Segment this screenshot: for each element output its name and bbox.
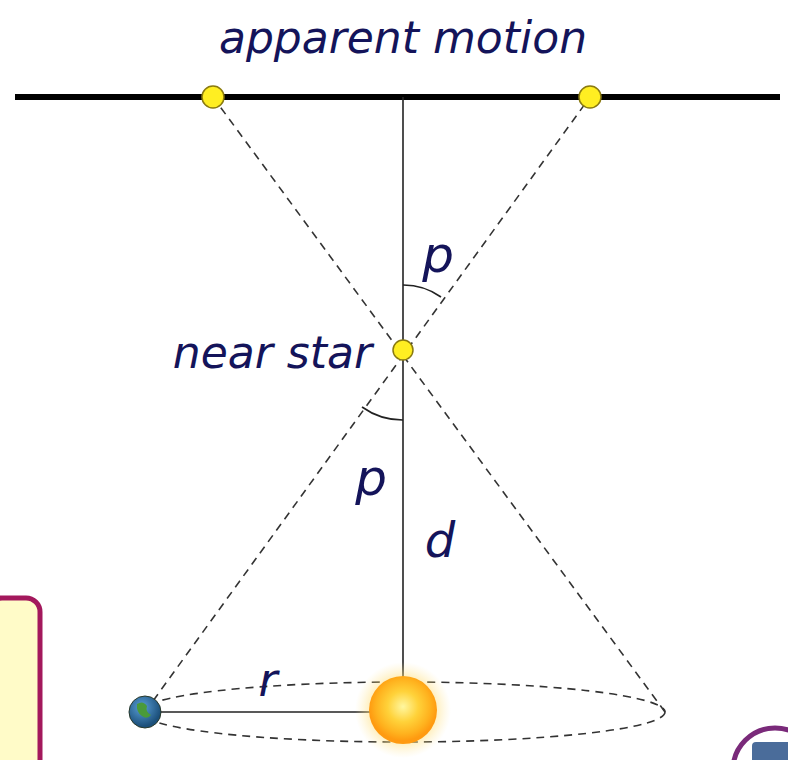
heading-label: apparent motion <box>219 16 587 60</box>
angle-label: p <box>422 230 454 280</box>
sight-line <box>213 97 665 712</box>
radius-label: r <box>259 657 278 703</box>
sun-glow <box>355 662 451 758</box>
earth <box>129 696 161 728</box>
sky-line <box>15 94 780 100</box>
angle-arc <box>403 285 441 297</box>
angle-arc <box>362 407 403 420</box>
nav-icon <box>733 728 788 760</box>
distance-line <box>402 97 404 690</box>
nav-icon <box>752 742 788 760</box>
sun <box>369 676 437 744</box>
apparent-star <box>202 86 224 108</box>
callout-box <box>0 598 40 760</box>
distance-label: d <box>425 516 455 564</box>
apparent-star <box>579 86 601 108</box>
near-star <box>393 340 413 360</box>
earth <box>137 702 151 717</box>
angle-label: p <box>355 453 387 503</box>
sight-line <box>145 97 590 712</box>
star-label: near star <box>173 331 372 375</box>
